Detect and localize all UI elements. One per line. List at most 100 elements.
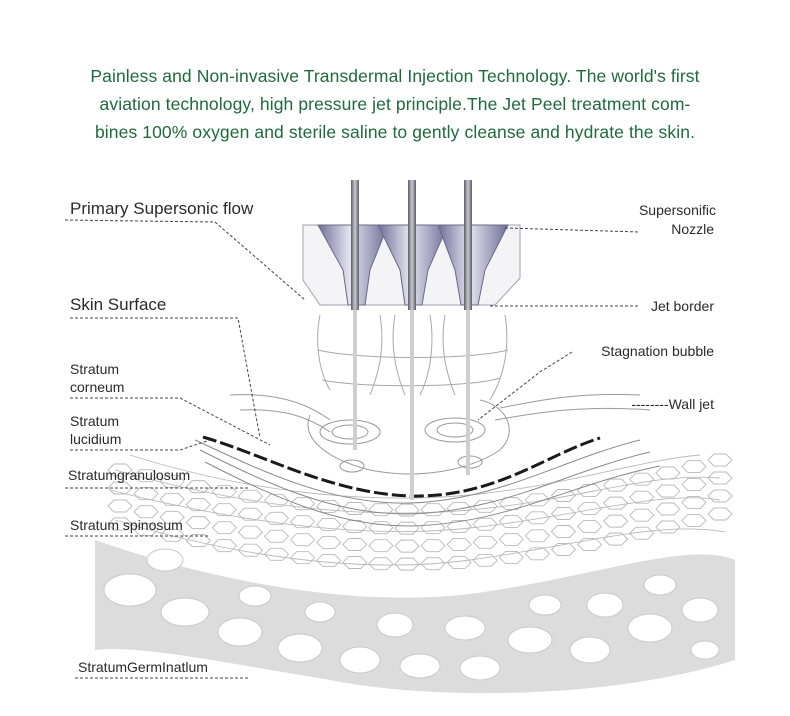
cell-shape bbox=[472, 499, 498, 513]
cell-shape bbox=[629, 472, 655, 486]
cell-shape bbox=[629, 526, 655, 540]
cell-shape bbox=[211, 503, 237, 517]
needle-right bbox=[464, 180, 472, 310]
intro-line-3: bines 100% oxygen and sterile saline to … bbox=[94, 122, 696, 142]
cell-shape bbox=[472, 553, 498, 567]
label-wall-jet: --------Wall jet bbox=[631, 396, 714, 412]
cell-shape bbox=[576, 520, 603, 534]
needle-center bbox=[408, 180, 416, 310]
cell-shape bbox=[133, 505, 159, 519]
cell-shape bbox=[446, 555, 472, 569]
cell-shape bbox=[655, 466, 681, 480]
cell-shape bbox=[446, 519, 472, 533]
cell-shape bbox=[576, 484, 603, 498]
label-stratum-corneum-1: Stratum bbox=[70, 361, 119, 377]
cell-shape bbox=[472, 517, 498, 531]
cell-shape bbox=[394, 539, 420, 553]
cell-shape bbox=[185, 498, 211, 512]
cell-shape bbox=[603, 532, 629, 546]
cell-shape bbox=[498, 532, 524, 546]
cell-shape bbox=[394, 557, 420, 571]
cell-shape bbox=[681, 514, 707, 528]
cell-shape bbox=[342, 502, 368, 515]
cell-shape bbox=[316, 500, 342, 513]
cell-shape bbox=[185, 534, 211, 548]
supersonic-nozzle-assembly bbox=[302, 180, 521, 310]
cell-shape bbox=[316, 554, 342, 567]
intro-line-1: Painless and Non-invasive Transdermal In… bbox=[90, 66, 700, 86]
cell-shape bbox=[211, 485, 237, 499]
stratum-corneum-layer bbox=[194, 439, 661, 527]
label-stratum-lucidium-1: Stratum bbox=[70, 413, 119, 429]
needle-left bbox=[351, 180, 359, 310]
cell-shape bbox=[707, 489, 733, 503]
cell-shape bbox=[707, 507, 733, 521]
cell-shape bbox=[368, 539, 394, 553]
cell-shape bbox=[107, 517, 133, 531]
cell-shape bbox=[446, 537, 472, 551]
cell-shape bbox=[420, 503, 446, 517]
cell-shape bbox=[576, 502, 603, 516]
label-skin-surface: Skin Surface bbox=[70, 295, 166, 314]
label-stratum-granulosum: Stratumgranulosum bbox=[68, 467, 190, 483]
cell-shape bbox=[550, 525, 577, 538]
cell-shape bbox=[263, 511, 290, 525]
cell-shape bbox=[420, 521, 446, 535]
nozzle-right bbox=[437, 224, 509, 306]
cell-shape bbox=[237, 507, 264, 521]
cell-shape bbox=[316, 536, 342, 549]
cell-shape bbox=[342, 520, 368, 533]
cell-shape bbox=[420, 539, 446, 553]
cell-shape bbox=[524, 529, 551, 543]
cell-shape bbox=[629, 490, 655, 504]
cell-shape bbox=[681, 496, 707, 510]
leader-lines bbox=[64, 219, 641, 679]
cell-shape bbox=[289, 515, 316, 529]
cell-shape bbox=[420, 557, 446, 571]
label-supersonic-nozzle-1: Supersonific bbox=[639, 202, 716, 218]
label-stagnation-bubble: Stagnation bubble bbox=[601, 343, 714, 359]
cell-shape bbox=[159, 528, 185, 542]
cell-shape bbox=[603, 514, 629, 528]
cell-shape bbox=[524, 547, 551, 561]
cell-shape bbox=[107, 463, 133, 477]
intro-text: Painless and Non-invasive Transdermal In… bbox=[0, 62, 790, 146]
jet-core-right bbox=[466, 310, 470, 475]
cell-shape bbox=[655, 520, 681, 534]
cell-shape bbox=[263, 547, 290, 561]
cell-shape bbox=[472, 535, 498, 549]
cell-shape bbox=[185, 480, 211, 494]
label-jet-border: Jet border bbox=[651, 298, 714, 314]
cell-shape bbox=[524, 511, 551, 525]
stratum-germinativum-layer bbox=[95, 540, 735, 694]
cell-shape bbox=[159, 474, 185, 488]
cell-shape bbox=[342, 556, 368, 569]
cell-shape bbox=[133, 487, 159, 501]
cell-shape bbox=[681, 478, 707, 492]
cell-shape bbox=[237, 543, 264, 557]
cell-shape bbox=[681, 460, 707, 474]
cell-shape bbox=[289, 533, 316, 547]
cell-shape bbox=[211, 521, 237, 535]
cell-shape bbox=[446, 501, 472, 515]
cell-shape bbox=[368, 503, 394, 517]
cell-shape bbox=[159, 492, 185, 506]
cell-shape bbox=[707, 471, 733, 485]
label-supersonic-nozzle-2: Nozzle bbox=[671, 221, 714, 237]
cell-shape bbox=[107, 499, 133, 513]
label-stratum-spinosum: Stratum spinosum bbox=[70, 517, 183, 533]
cell-shape bbox=[655, 484, 681, 498]
stratum-spinosum-layer bbox=[107, 453, 733, 571]
intro-line-2: aviation technology, high pressure jet p… bbox=[99, 94, 691, 114]
label-primary-supersonic-flow: Primary Supersonic flow bbox=[70, 199, 254, 218]
cell-shape bbox=[289, 497, 316, 511]
cell-shape bbox=[498, 550, 524, 564]
cell-shape bbox=[550, 489, 577, 502]
cell-shape bbox=[316, 518, 342, 531]
cell-shape bbox=[237, 489, 264, 503]
jet-core-left bbox=[353, 310, 357, 450]
jet-core-center bbox=[410, 310, 414, 500]
cell-shape bbox=[498, 496, 524, 510]
cell-shape bbox=[133, 469, 159, 483]
